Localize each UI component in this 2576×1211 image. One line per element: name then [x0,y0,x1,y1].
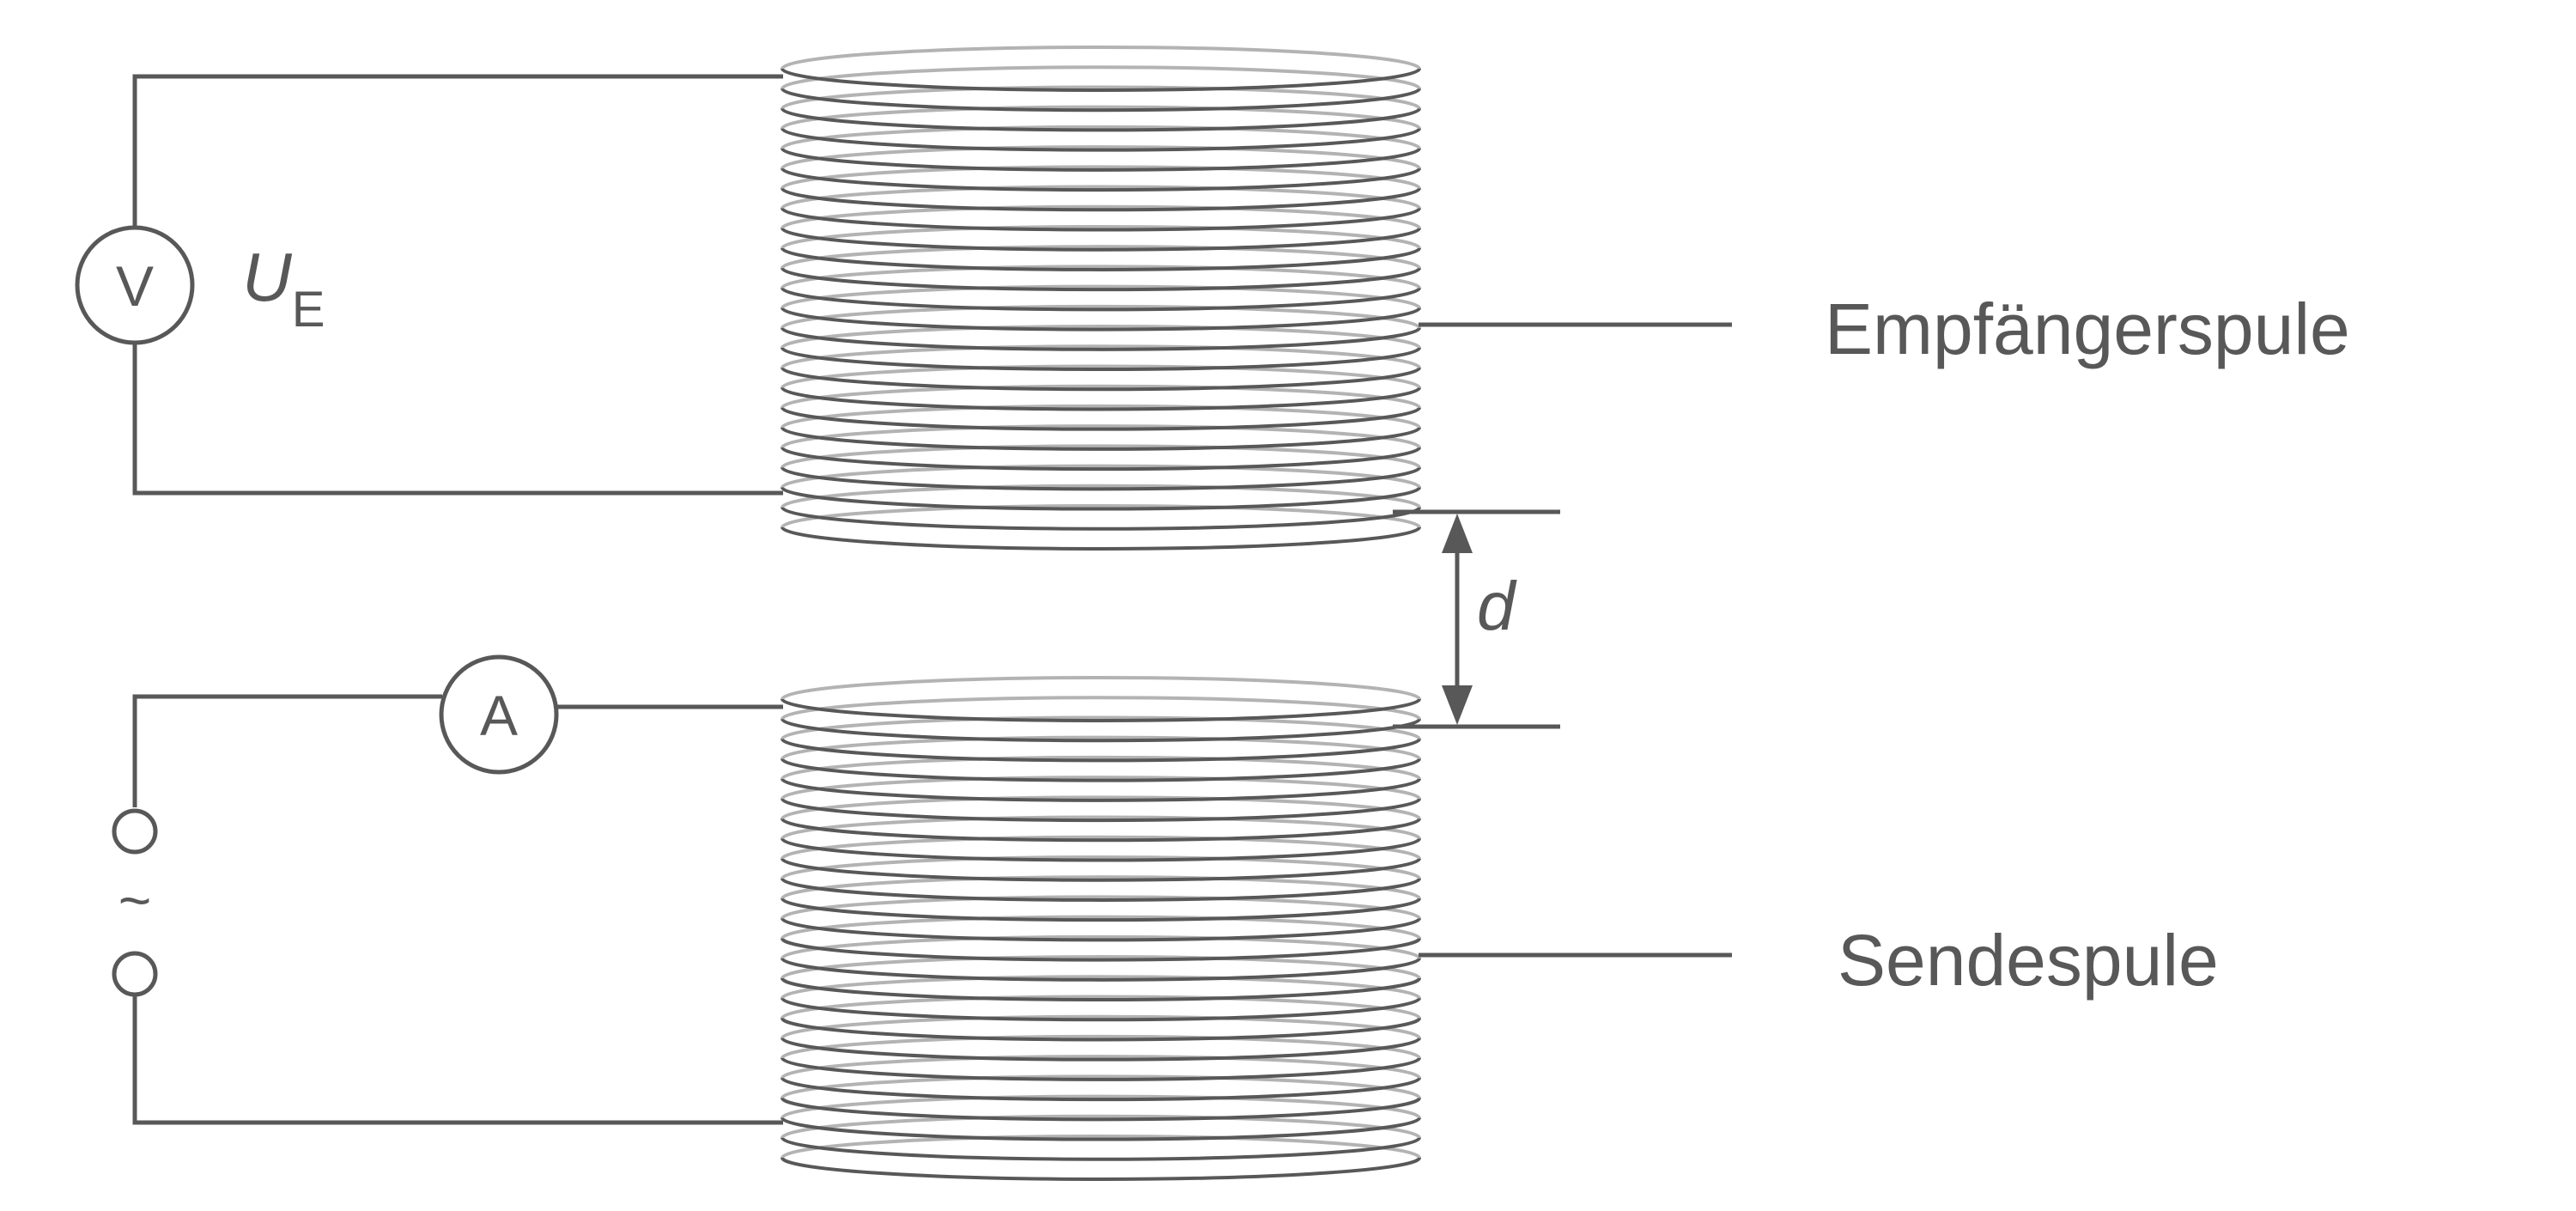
sender-coil-winding-front [781,878,1421,902]
receiver-coil-winding-front [781,247,1421,271]
receiver-coil-winding-back [781,46,1421,70]
sender-coil-winding-front [781,917,1421,942]
sender-coil-winding-front [781,1038,1421,1062]
ammeter-circle [439,654,559,775]
gap-arrow-head-up [1442,514,1473,553]
sender-coil-winding-front [781,977,1421,1002]
sender-coil-winding-front [781,938,1421,962]
sender-coil-winding-front [781,1097,1421,1122]
sender-coil-winding-front [781,698,1421,722]
receiver-coil-winding-front [781,307,1421,332]
sender-top-wire-left [132,694,442,807]
ammeter-symbol: A [480,684,518,747]
receiver-bottom-wire [132,344,783,496]
ac-source-symbol: ~ [118,868,152,932]
receiver-coil-winding-front [781,148,1421,172]
receiver-coil-winding-front [781,427,1421,451]
receiver-coil-winding-front [781,327,1421,351]
sender-coil [781,676,1421,1181]
receiver-coil-winding-front [781,507,1421,531]
sender-coil-winding-front [781,1137,1421,1161]
sender-coil-winding-front [781,818,1421,843]
sender-coil-winding-front [781,1077,1421,1102]
sender-coil-back-windings [781,676,1421,1159]
receiver-coil-winding-front [781,128,1421,152]
sender-coil-winding-front [781,958,1421,982]
voltage-label: UE [242,239,325,338]
receiver-coil-winding-front [781,68,1421,92]
ac-terminal-bottom [112,951,158,997]
sender-coil-winding-front [781,1117,1421,1141]
sender-coil-winding-front [781,1057,1421,1081]
receiver-coil-winding-front [781,207,1421,232]
sender-coil-winding-front [781,758,1421,782]
receiver-coil-winding-front [781,228,1421,252]
sender-coil-winding-front [781,798,1421,823]
sender-circuit: A ~ [112,654,783,1125]
voltage-subscript: E [292,282,325,338]
sender-coil-front-windings [781,698,1421,1181]
receiver-circuit: V UE [75,74,783,496]
receiver-coil-front-windings [781,68,1421,551]
sender-coil-winding-front [781,898,1421,922]
gap-dimension: d [1393,509,1560,729]
receiver-coil-winding-front [781,88,1421,113]
voltmeter-circle [75,225,195,345]
receiver-coil-label-group: Empfängerspule [1419,289,2350,369]
sender-coil-winding-front [781,997,1421,1022]
sender-coil-winding-back [781,676,1421,700]
receiver-top-wire [132,74,783,227]
sender-coil-winding-front [781,778,1421,802]
receiver-coil-winding-front [781,526,1421,551]
receiver-coil [781,46,1421,551]
voltage-symbol: U [242,239,293,315]
receiver-coil-winding-front [781,447,1421,472]
ac-terminal-top [112,808,158,855]
sender-coil-label: Sendespule [1838,920,2219,1001]
sender-coil-label-group: Sendespule [1419,920,2219,1001]
receiver-coil-winding-front [781,407,1421,431]
receiver-coil-winding-front [781,347,1421,372]
sender-coil-winding-front [781,858,1421,882]
sender-coil-winding-front [781,738,1421,763]
receiver-coil-winding-front [781,386,1421,411]
receiver-coil-winding-front [781,486,1421,511]
sender-coil-winding-front [781,718,1421,743]
receiver-coil-winding-front [781,107,1421,132]
receiver-coil-back-windings [781,46,1421,528]
sender-bottom-wire [132,996,783,1125]
gap-label: d [1477,568,1517,644]
receiver-coil-winding-front [781,367,1421,392]
sender-coil-winding-front [781,837,1421,862]
receiver-coil-winding-front [781,287,1421,312]
voltmeter-symbol: V [116,254,154,318]
sender-coil-winding-front [781,1157,1421,1181]
receiver-coil-winding-front [781,466,1421,491]
receiver-coil-label: Empfängerspule [1825,289,2350,369]
receiver-coil-winding-front [781,267,1421,292]
receiver-coil-winding-front [781,167,1421,192]
gap-arrow-head-down [1442,685,1473,725]
receiver-coil-winding-front [781,187,1421,212]
sender-coil-winding-front [781,1017,1421,1042]
